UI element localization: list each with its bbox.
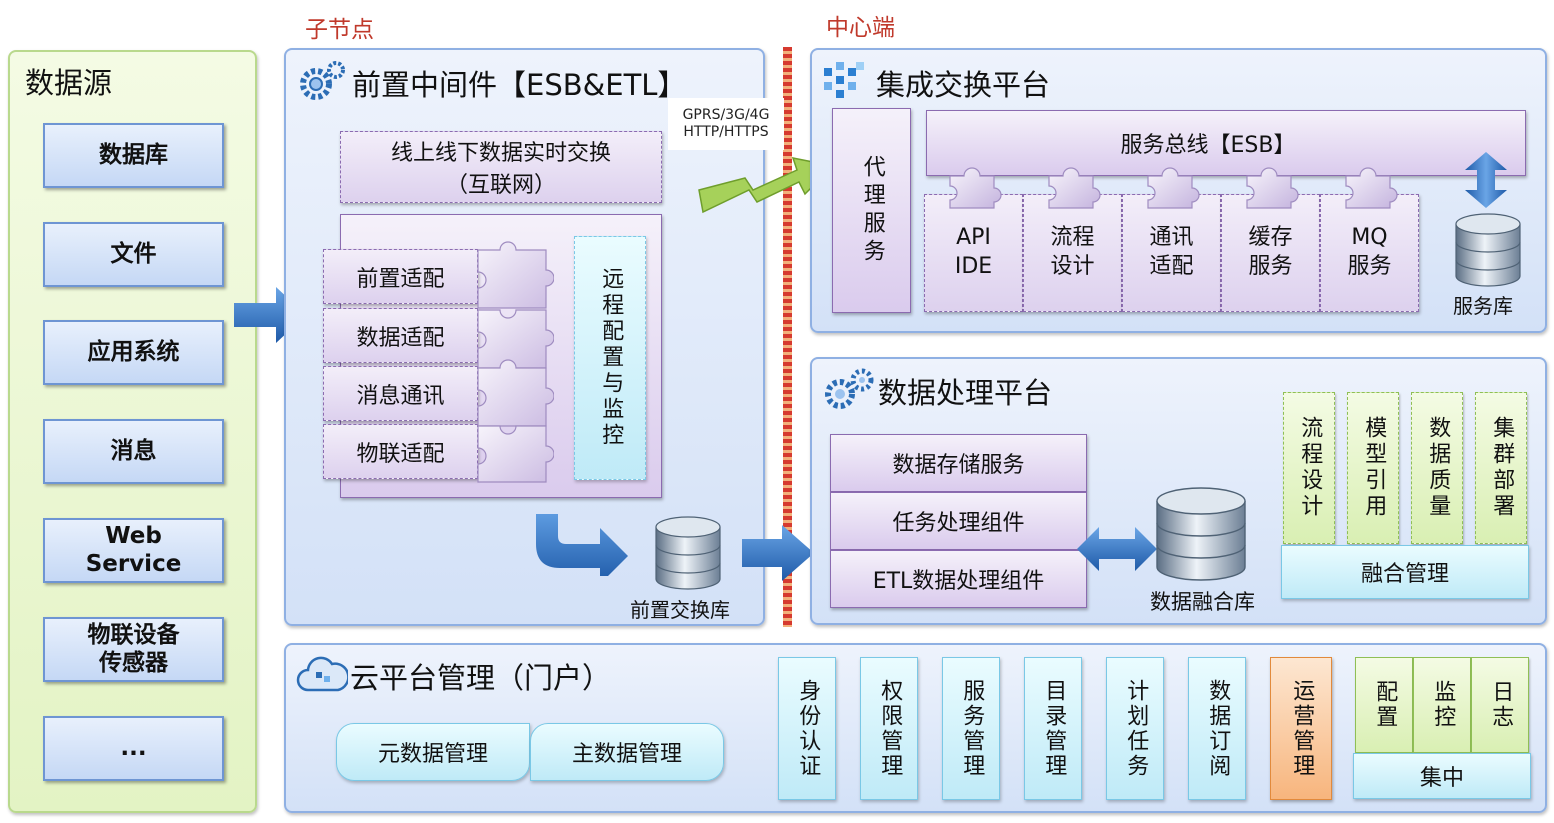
bus-puzzle-connectors-icon [949, 167, 1398, 209]
col-operations-mgmt[interactable]: 运营管理 [1270, 657, 1332, 800]
central-management[interactable]: 集中 [1353, 753, 1531, 799]
remote-config-text: 远程配置与监控 [598, 267, 624, 449]
fusion-db-label: 数据融合库 [1150, 590, 1255, 614]
etl-processing-component[interactable]: ETL数据处理组件 [830, 550, 1087, 608]
data-storage-service[interactable]: 数据存储服务 [830, 434, 1087, 492]
sub-node-label: 子节点 [305, 17, 374, 43]
processing-title: 数据处理平台 [878, 376, 1053, 410]
network-line1: GPRS/3G/4G [682, 106, 770, 123]
col-scheduled-task[interactable]: 计划任务 [1106, 657, 1164, 800]
front-to-processing-arrow [742, 525, 814, 581]
fusion-cluster-deploy-text: 集群部署 [1489, 416, 1515, 520]
source-app-system[interactable]: 应用系统 [43, 320, 224, 385]
module-flow-design[interactable]: 流程 设计 [1023, 194, 1122, 312]
source-iot-sensor[interactable]: 物联设备 传感器 [43, 617, 224, 682]
central-config-text: 配置 [1372, 680, 1398, 730]
fusion-flow-design-text: 流程设计 [1297, 416, 1323, 520]
col-identity-auth[interactable]: 身份认证 [778, 657, 836, 800]
data-source-title: 数据源 [25, 66, 113, 100]
source-web-service[interactable]: Web Service [43, 518, 224, 583]
fusion-model-reference[interactable]: 模型引用 [1347, 392, 1399, 544]
adapter-iot[interactable]: 物联适配 [323, 424, 478, 479]
front-middleware-title: 前置中间件【ESB&ETL】 [352, 68, 687, 102]
module-mq-service[interactable]: MQ 服务 [1320, 194, 1419, 312]
curved-down-arrow [536, 514, 628, 576]
adapter-messaging[interactable]: 消息通讯 [323, 366, 478, 421]
service-db-icon [1455, 213, 1521, 287]
front-exchange-db-icon [655, 516, 721, 590]
task-processing-component[interactable]: 任务处理组件 [830, 492, 1087, 550]
adapter-data[interactable]: 数据适配 [323, 308, 478, 363]
central-config[interactable]: 配置 [1355, 657, 1413, 753]
central-monitor-text: 监控 [1430, 680, 1456, 730]
col-data-subscription-text: 数据订阅 [1205, 678, 1231, 779]
col-service-mgmt[interactable]: 服务管理 [942, 657, 1000, 800]
col-data-subscription[interactable]: 数据订阅 [1188, 657, 1246, 800]
puzzle-pieces-icon [477, 241, 554, 483]
remote-config-monitor[interactable]: 远程配置与监控 [574, 236, 646, 480]
proxy-service[interactable]: 代理服务 [832, 108, 911, 313]
source-message[interactable]: 消息 [43, 419, 224, 484]
source-file[interactable]: 文件 [43, 222, 224, 287]
fusion-flow-design[interactable]: 流程设计 [1283, 392, 1335, 544]
master-data-management-tab[interactable]: 主数据管理 [530, 723, 724, 781]
col-service-mgmt-text: 服务管理 [959, 678, 985, 779]
exchange-line2: （互联网） [445, 173, 556, 198]
adapter-front[interactable]: 前置适配 [323, 249, 478, 304]
col-operations-mgmt-text: 运营管理 [1289, 678, 1315, 779]
col-identity-auth-text: 身份认证 [795, 678, 821, 779]
fusion-model-reference-text: 模型引用 [1361, 416, 1387, 520]
central-log[interactable]: 日志 [1471, 657, 1529, 753]
network-line2: HTTP/HTTPS [683, 124, 769, 140]
fusion-data-quality[interactable]: 数据质量 [1411, 392, 1463, 544]
center-label: 中心端 [826, 15, 895, 41]
grid-logo-icon [824, 62, 864, 98]
fusion-db-icon [1156, 487, 1246, 581]
service-bus[interactable]: 服务总线【ESB】 [926, 110, 1526, 176]
col-permission-mgmt-text: 权限管理 [877, 678, 903, 779]
module-cache-service[interactable]: 缓存 服务 [1221, 194, 1320, 312]
network-protocols: GPRS/3G/4G HTTP/HTTPS [668, 98, 784, 150]
source-database[interactable]: 数据库 [43, 123, 224, 188]
cloud-icon [296, 656, 348, 692]
col-catalog-mgmt-text: 目录管理 [1041, 678, 1067, 779]
bus-db-double-arrow [1465, 152, 1507, 208]
exchange-line1: 线上线下数据实时交换 [390, 141, 611, 166]
col-scheduled-task-text: 计划任务 [1123, 678, 1149, 779]
metadata-management-tab[interactable]: 元数据管理 [336, 723, 530, 781]
central-monitor[interactable]: 监控 [1413, 657, 1471, 753]
etl-db-double-arrow [1077, 527, 1157, 571]
col-permission-mgmt[interactable]: 权限管理 [860, 657, 918, 800]
integration-title: 集成交换平台 [876, 68, 1051, 102]
gear-icon [300, 61, 345, 100]
front-exchange-db-label: 前置交换库 [630, 598, 730, 622]
cloud-title: 云平台管理（门户） [350, 661, 612, 695]
divider-line [783, 47, 792, 627]
gears-icon [825, 368, 874, 409]
module-api-ide[interactable]: API IDE [924, 194, 1023, 312]
service-db-label: 服务库 [1453, 294, 1513, 318]
fusion-cluster-deploy[interactable]: 集群部署 [1475, 392, 1527, 544]
fusion-management[interactable]: 融合管理 [1281, 545, 1529, 599]
col-catalog-mgmt[interactable]: 目录管理 [1024, 657, 1082, 800]
module-comm-adapter[interactable]: 通讯 适配 [1122, 194, 1221, 312]
online-offline-exchange[interactable]: 线上线下数据实时交换 （互联网） [340, 131, 662, 203]
fusion-data-quality-text: 数据质量 [1425, 416, 1451, 520]
central-log-text: 日志 [1488, 680, 1514, 730]
proxy-service-text: 代理服务 [859, 154, 885, 267]
source-more[interactable]: ... [43, 716, 224, 781]
